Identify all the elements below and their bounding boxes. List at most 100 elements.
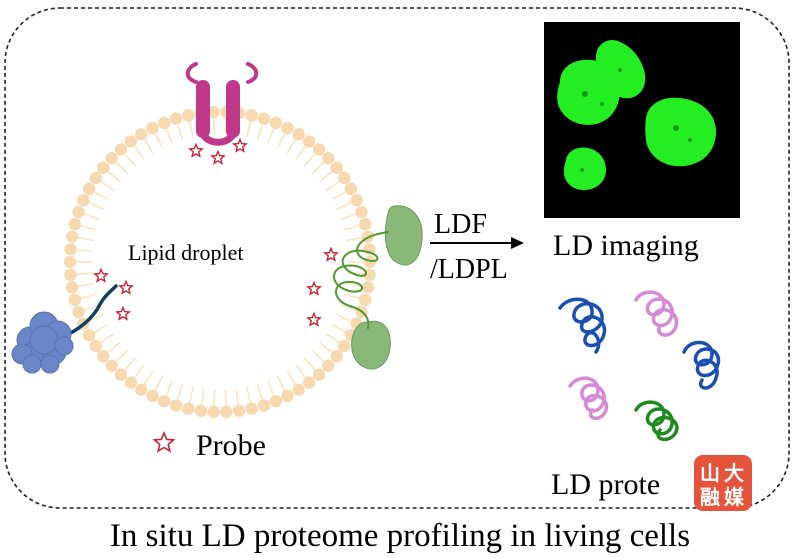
lipid-head	[182, 402, 195, 415]
lipid-tail	[133, 145, 145, 160]
lipid-tail	[177, 124, 184, 140]
ld-imaging-label: LD imaging	[553, 229, 699, 262]
lipid-tail	[224, 389, 227, 406]
lipid-tail	[188, 121, 194, 138]
lipid-head	[105, 152, 118, 165]
lipid-head	[77, 194, 90, 207]
lipid-head	[269, 116, 283, 130]
arrow-label-ldf: LDF	[434, 209, 487, 240]
lipid-head	[358, 218, 372, 231]
lipid-tail	[343, 224, 360, 231]
lipid-tail	[77, 236, 94, 242]
lipid-head	[312, 143, 326, 156]
arrow-label-ldpl: /LDPL	[430, 254, 508, 285]
lipid-head	[292, 383, 305, 396]
lipid-head	[105, 359, 118, 372]
watermark-logo: 山 大 融 媒	[694, 455, 752, 511]
lipid-head	[169, 112, 183, 125]
lipid-tail	[100, 333, 115, 344]
lipid-head	[124, 135, 138, 148]
lipid-tail	[213, 389, 216, 406]
lipid-tail	[311, 349, 325, 363]
lipid-head	[169, 399, 183, 412]
lipid-head	[245, 402, 258, 415]
lipid-head	[338, 339, 351, 353]
lipid-tail	[346, 282, 363, 288]
lipid-head	[65, 230, 79, 243]
lipid-tail	[88, 201, 104, 211]
lipid-tail	[286, 138, 297, 154]
lipid-tail	[93, 191, 109, 201]
lipid-tail	[80, 224, 97, 231]
lipid-head	[292, 128, 305, 141]
lipid-head	[97, 350, 110, 363]
lipid-tail	[200, 388, 205, 405]
lipid-tail	[331, 323, 347, 333]
probe-star-icon	[115, 305, 131, 321]
lipid-head	[97, 161, 110, 174]
helix-protein	[333, 205, 423, 370]
lipid-head	[245, 109, 258, 122]
lipid-head	[82, 182, 96, 196]
lipid-head	[135, 383, 148, 396]
lipid-head	[220, 405, 233, 419]
lipid-tail	[246, 386, 252, 403]
lipid-head	[157, 116, 171, 130]
lipid-tail	[235, 388, 240, 405]
probe-star-icon	[306, 280, 322, 296]
lipid-head	[72, 305, 85, 319]
lipid-tail	[177, 384, 184, 400]
lipid-tail	[115, 349, 129, 363]
probe-star-icon	[188, 142, 204, 158]
coil-blue-2	[682, 340, 721, 390]
lipid-tail	[340, 303, 357, 311]
lipid-tail	[311, 161, 325, 175]
lipid-tail	[124, 357, 137, 371]
lipid-tail	[188, 386, 194, 403]
lipid-tail	[115, 161, 129, 175]
lipid-tail	[107, 341, 121, 354]
lipid-tail	[336, 313, 352, 323]
lipid-head	[207, 405, 220, 419]
lipid-head	[89, 171, 102, 185]
lipid-tail	[246, 121, 252, 138]
lipid-head	[146, 121, 159, 135]
lipid-head	[124, 376, 138, 389]
watermark-char-2: 大	[724, 461, 744, 485]
lipid-tail	[154, 133, 164, 149]
lipid-head	[114, 368, 128, 381]
lipid-head	[194, 404, 208, 417]
lipid-tail	[336, 201, 352, 211]
lipid-head	[302, 135, 316, 148]
lipid-head	[344, 182, 358, 196]
lipid-head	[358, 293, 372, 306]
lipid-tail	[143, 138, 154, 154]
lipid-tail	[93, 323, 109, 333]
lipid-tail	[88, 313, 104, 323]
lipid-head	[338, 171, 351, 185]
probe-star-icon	[306, 311, 322, 327]
lipid-tail	[303, 357, 316, 371]
lipid-head	[82, 328, 96, 342]
probe-markers	[93, 137, 339, 327]
lipid-head	[257, 399, 271, 412]
lipid-head	[322, 152, 335, 165]
lipid-tail	[76, 248, 93, 252]
lipid-head	[68, 293, 82, 306]
lipid-tail	[346, 236, 363, 242]
lipid-head	[330, 161, 343, 174]
watermark-char-3: 融	[700, 485, 720, 509]
lipid-tail	[325, 333, 340, 344]
lipid-tail	[165, 128, 174, 144]
proteome-coils	[558, 290, 721, 442]
lipid-tail	[224, 118, 227, 135]
lipid-head	[63, 255, 77, 269]
lipid-tail	[76, 272, 93, 276]
lipid-head	[312, 368, 326, 381]
lipid-tail	[213, 118, 216, 135]
lipid-tail	[143, 370, 154, 386]
lipid-head	[257, 112, 271, 125]
lipid-head	[207, 105, 220, 119]
lipid-head	[65, 281, 79, 294]
